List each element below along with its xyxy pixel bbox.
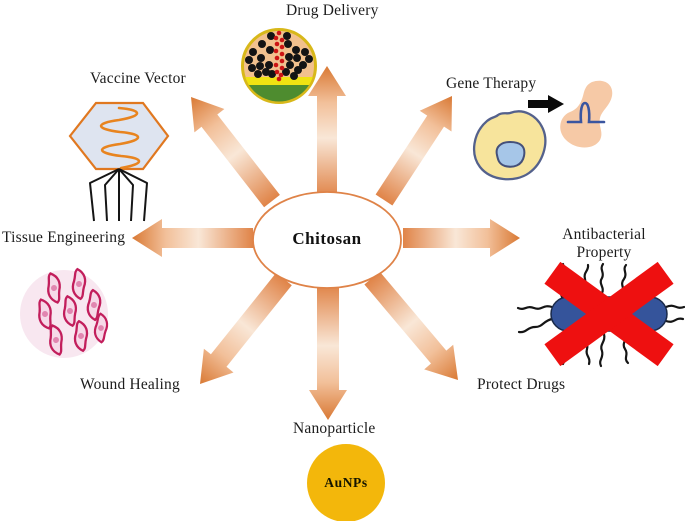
- black-right-arrow-icon: [528, 95, 564, 113]
- arrow-down: [309, 285, 347, 420]
- bacteriophage-icon: [68, 101, 170, 222]
- gold-nanoparticle-icon: AuNPs: [307, 444, 385, 521]
- tissue-organ-icon: [560, 80, 613, 148]
- arrow-up: [308, 66, 346, 197]
- antibacterial-property-label: Antibacterial Property: [562, 226, 646, 261]
- cell-icon: [472, 110, 547, 181]
- nanoparticle-label: Nanoparticle: [293, 420, 376, 437]
- vaccine-vector-label: Vaccine Vector: [90, 70, 186, 87]
- arrow-up-left: [191, 97, 280, 208]
- crossed-out-bacterium-icon: [516, 261, 685, 368]
- fibroblast-cells-icon: [20, 267, 109, 358]
- arrow-up-right: [375, 96, 452, 206]
- wound-healing-label: Wound Healing: [80, 376, 180, 393]
- drug-delivery-label: Drug Delivery: [286, 2, 379, 19]
- drug-loaded-nanosphere-icon: [241, 28, 317, 104]
- tissue-engineering-label: Tissue Engineering: [2, 229, 126, 246]
- aunps-badge: AuNPs: [324, 475, 368, 490]
- arrow-left: [132, 219, 253, 257]
- center-node-label: Chitosan: [292, 229, 362, 248]
- center-ellipse: [252, 191, 402, 289]
- arrow-down-left: [200, 272, 292, 384]
- gene-therapy-label: Gene Therapy: [446, 75, 537, 92]
- protect-drugs-label: Protect Drugs: [477, 376, 566, 393]
- arrow-down-right: [364, 271, 458, 380]
- arrow-right: [403, 219, 520, 257]
